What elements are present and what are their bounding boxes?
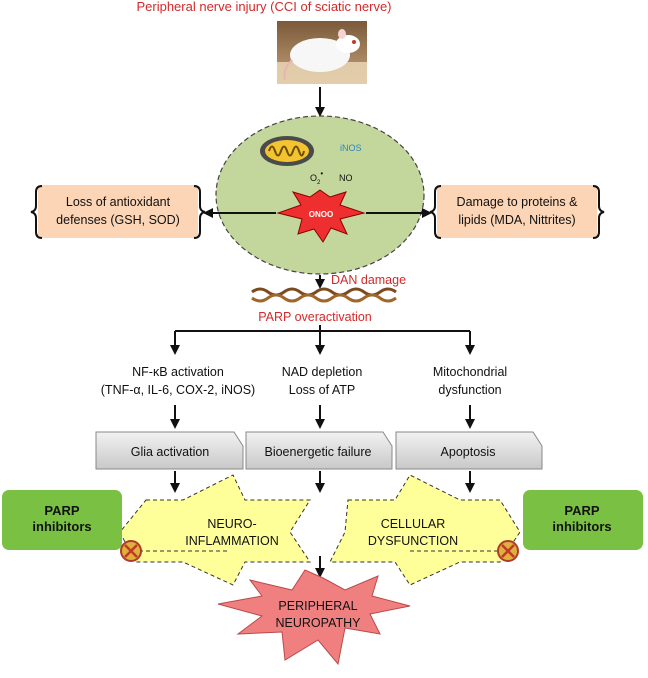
inos-label: iNOS <box>340 143 362 153</box>
onoo-label: ONOO <box>309 210 333 219</box>
pathway-nfkb-line1: NF-κB activation <box>132 365 224 379</box>
neuroinflammation-star <box>119 474 311 586</box>
right-parp-line1: PARP <box>564 503 599 518</box>
pathway-nad-line2: Loss of ATP <box>289 383 355 397</box>
right-inhibition-icon <box>497 540 519 562</box>
peripheral-neuropathy-star <box>217 569 411 666</box>
damage-line1: Damage to proteins & <box>457 195 579 209</box>
cellular-dysfunction-line2: DYSFUNCTION <box>368 534 458 548</box>
pathway-mito-line1: Mitochondrial <box>433 365 507 379</box>
page-title: Peripheral nerve injury (CCI of sciatic … <box>136 0 391 14</box>
no-label: NO <box>339 173 353 183</box>
neuroinflammation-line2: INFLAMMATION <box>185 534 279 548</box>
left-parp-line1: PARP <box>44 503 79 518</box>
glia-activation-box <box>95 431 244 470</box>
dna-helix-icon <box>251 287 397 303</box>
cellular-dysfunction-star <box>329 474 521 586</box>
antioxidant-line2: defenses (GSH, SOD) <box>56 213 180 227</box>
bioenergetic-failure-label: Bioenergetic failure <box>264 445 371 459</box>
rat-image <box>277 21 367 84</box>
damage-box <box>429 185 605 239</box>
antioxidant-line1: Loss of antioxidant <box>66 195 171 209</box>
pathway-nad-line1: NAD depletion <box>282 365 363 379</box>
right-parp-inhibitors-box <box>523 490 643 550</box>
apoptosis-label: Apoptosis <box>441 445 496 459</box>
pathway-nfkb-line2: (TNF-α, IL-6, COX-2, iNOS) <box>101 383 255 397</box>
damage-line2: lipids (MDA, Nittrites) <box>458 213 575 227</box>
left-inhibition-icon <box>120 540 142 562</box>
bioenergetic-failure-box <box>245 431 393 470</box>
left-parp-inhibitors-box <box>2 490 122 550</box>
dna-damage-label: DAN damage <box>331 273 406 287</box>
left-parp-line2: inhibitors <box>32 519 91 534</box>
neuroinflammation-line1: NEURO- <box>207 517 256 531</box>
peripheral-neuropathy-line1: PERIPHERAL <box>278 599 357 613</box>
parp-overactivation-label: PARP overactivation <box>258 310 372 324</box>
glia-activation-label: Glia activation <box>131 445 210 459</box>
pathway-mito-line2: dysfunction <box>438 383 501 397</box>
mitochondrion-icon <box>260 136 314 166</box>
apoptosis-box <box>395 431 543 470</box>
o2-label: O2• <box>310 169 323 186</box>
branch-connector <box>170 325 475 355</box>
cellular-dysfunction-line1: CELLULAR <box>381 517 446 531</box>
peripheral-neuropathy-line2: NEUROPATHY <box>276 616 362 630</box>
antioxidant-box <box>30 185 206 239</box>
onoo-star <box>276 189 366 243</box>
right-parp-line2: inhibitors <box>552 519 611 534</box>
